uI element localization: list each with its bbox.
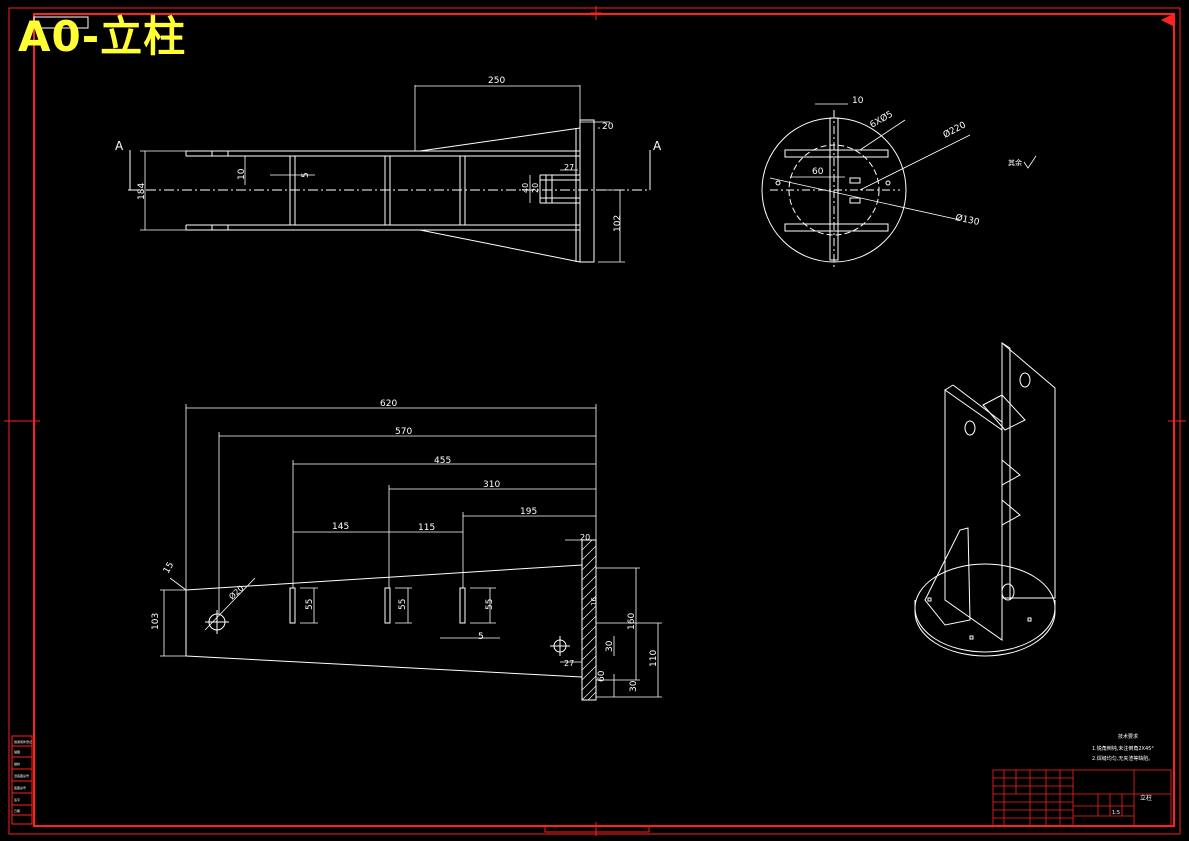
strip-label-3: 描校	[14, 761, 20, 766]
dim-250: 250	[488, 76, 505, 86]
dim-184: 184	[137, 183, 147, 200]
dim-55-a: 55	[305, 599, 315, 610]
tech-note-line1: 1.锐角倒钝,未注倒角2X45°	[1092, 745, 1154, 752]
tech-note-line2: 2.焊缝均匀,无夹渣等缺陷。	[1092, 755, 1153, 762]
plate-hatch	[581, 539, 597, 701]
dim-60-side: 60	[597, 670, 607, 682]
dim-60: 60	[812, 167, 824, 177]
title-block	[992, 769, 1172, 827]
flange-dims	[769, 103, 971, 221]
section-label-right: A	[653, 139, 662, 153]
dim-195: 195	[520, 507, 537, 517]
dim-55-b: 55	[398, 599, 408, 610]
scale: 1:5	[1112, 810, 1120, 816]
dim-27-top: 27	[564, 163, 574, 172]
dim-15: 15	[162, 561, 176, 576]
frame	[4, 6, 1186, 836]
dim-27-side: 27	[564, 659, 574, 668]
dim-10: 10	[237, 168, 247, 180]
dim-115: 115	[418, 523, 435, 533]
flange-view	[761, 110, 907, 268]
roughness-note: 其余	[1008, 158, 1022, 167]
top-view-dims	[140, 85, 625, 263]
strip-label-5: 底图总号	[14, 785, 26, 790]
dim-30-a: 30	[605, 640, 615, 652]
dim-110: 110	[649, 650, 659, 667]
tech-note-heading: 技术要求	[1118, 733, 1138, 740]
dim-102: 102	[613, 215, 623, 232]
dim-16: 16	[590, 597, 598, 606]
dim-570: 570	[395, 427, 412, 437]
side-view-dims	[160, 404, 662, 698]
dim-455: 455	[434, 456, 451, 466]
dim-30-b: 30	[629, 680, 639, 692]
strip-label-2: 描图	[14, 749, 20, 754]
dim-620: 620	[380, 399, 397, 409]
dim-145: 145	[332, 522, 349, 532]
dim-103: 103	[151, 613, 161, 630]
dim-hole: Ø20	[227, 583, 246, 601]
dim-10-flange: 10	[852, 96, 864, 106]
roughness-symbol	[1023, 155, 1037, 169]
strip-label-6: 签字	[14, 797, 20, 802]
dim-20-top: 20	[602, 122, 614, 132]
top-view	[128, 119, 651, 263]
dim-5-side: 5	[478, 632, 484, 642]
isometric-view	[914, 341, 1056, 657]
dim-130: Ø130	[954, 212, 980, 228]
dim-220: Ø220	[941, 119, 968, 140]
dim-5-top: 5	[301, 172, 311, 178]
drawing-title: A0-立柱	[18, 12, 187, 61]
part-name: 立柱	[1140, 794, 1152, 802]
side-view	[185, 539, 597, 701]
strip-label-4: 旧底图总号	[14, 773, 29, 778]
dim-20-mid: 20	[531, 183, 540, 193]
dim-40: 40	[521, 183, 530, 193]
side-strip	[11, 735, 33, 825]
dim-20-side: 20	[580, 533, 590, 542]
dim-310: 310	[483, 480, 500, 490]
dim-55-c: 55	[485, 599, 495, 610]
strip-label-1: 借通用件登记	[14, 739, 32, 744]
section-label-left: A	[115, 139, 124, 153]
dim-6x5: 6XØ5	[868, 109, 895, 131]
dim-160: 160	[627, 613, 637, 630]
strip-label-7: 日期	[14, 808, 20, 813]
